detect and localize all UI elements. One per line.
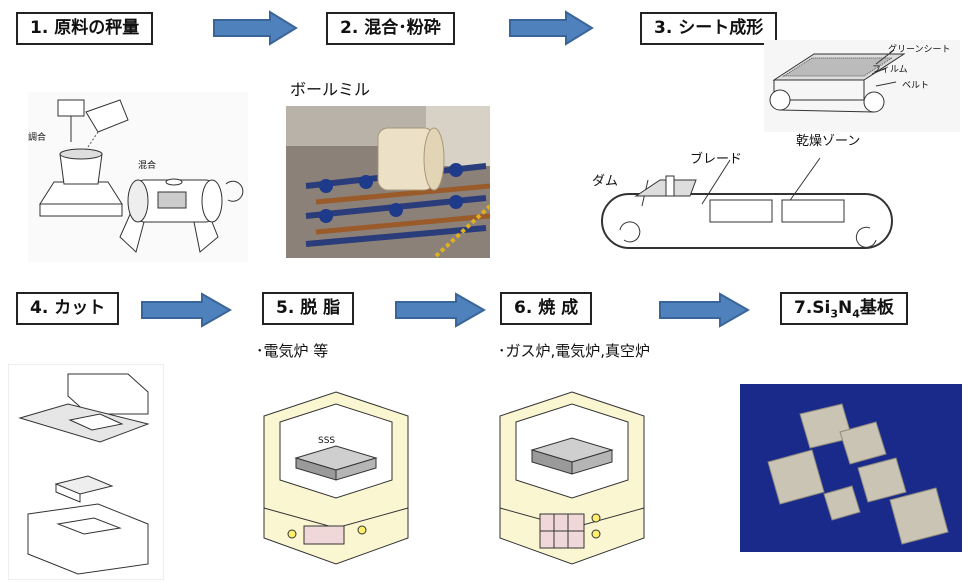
dam-label: ダム	[592, 174, 619, 189]
film-label: フィルム	[872, 65, 908, 75]
step-7-sub2: 4	[852, 307, 860, 321]
ball-mill-photo	[286, 106, 490, 258]
arrow-right-icon	[509, 10, 594, 46]
arrow-right-icon	[659, 292, 750, 328]
arrow-right-icon	[213, 10, 298, 46]
step-7-prefix: 7.Si	[794, 298, 831, 318]
green-sheet-label: グリーンシート	[888, 45, 951, 55]
blade-label: ブレード	[690, 152, 743, 167]
cut-illustration	[8, 364, 164, 580]
substrate-photo	[740, 384, 962, 552]
step-2-mixing: 2. 混合･粉砕	[326, 12, 455, 45]
arrow-right-icon	[141, 292, 232, 328]
arrow-right-icon	[395, 292, 486, 328]
step-6-sintering: 6. 焼 成	[500, 292, 593, 325]
mixing-label: 混合	[138, 161, 157, 171]
step-4-cut: 4. カット	[16, 292, 120, 325]
weighing-label: 調合	[28, 133, 47, 143]
smoke-label: SSS	[318, 436, 336, 446]
belt-label: ベルト	[902, 81, 930, 91]
sintering-furnace-illustration	[496, 388, 648, 568]
step-5-degreasing: 5. 脱 脂	[262, 292, 355, 325]
sheet-forming-illustration	[600, 150, 896, 254]
degrease-note: ･電気炉 等	[256, 342, 329, 360]
degreasing-furnace-illustration: SSS	[260, 388, 412, 568]
step-7-mid: N	[838, 298, 853, 318]
step-1-weighing: 1. 原料の秤量	[16, 12, 154, 45]
dry-zone-label: 乾燥ゾーン	[796, 134, 861, 149]
step-7-suffix: 基板	[859, 298, 894, 318]
sinter-note: ･ガス炉,電気炉,真空炉	[498, 342, 651, 360]
ball-mill-label: ボールミル	[290, 80, 371, 99]
step-7-sub1: 3	[830, 307, 839, 321]
step-3-sheet-forming: 3. シート成形	[640, 12, 778, 45]
step-7-substrate: 7.Si3N4基板	[780, 292, 908, 325]
green-sheet-illustration: グリーンシート フィルム ベルト	[764, 40, 960, 132]
weighing-illustration: 調合 混合	[28, 92, 248, 262]
